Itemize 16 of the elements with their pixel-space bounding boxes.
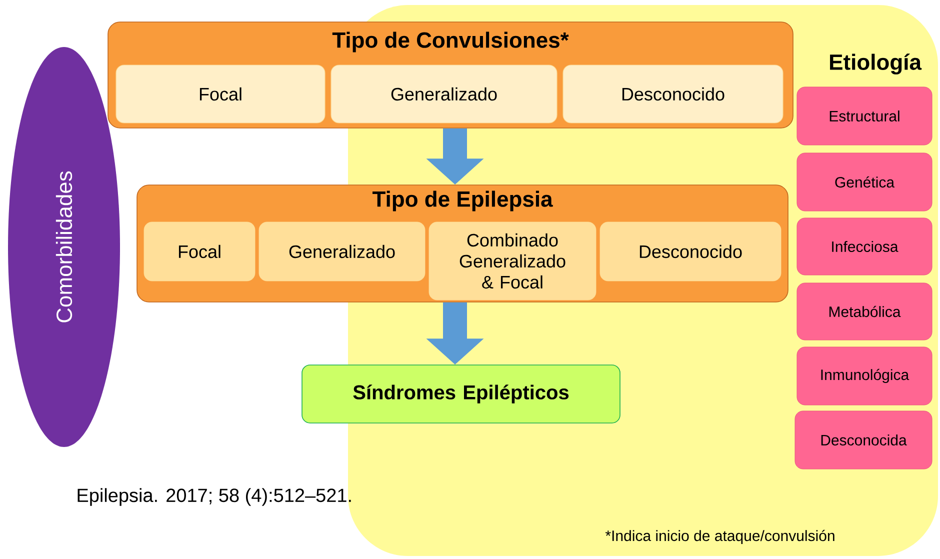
footnote-text: *Indica inicio de ataque/convulsión	[605, 530, 834, 544]
etiology-box: Infecciosa	[796, 218, 932, 276]
etiology-box: Estructural	[796, 86, 932, 146]
etiology-box: Desconocida	[794, 410, 932, 470]
etiology-box: Metabólica	[796, 282, 932, 340]
category-box: Desconocido	[562, 64, 784, 124]
category-box: Generalizado	[258, 222, 426, 282]
citation-text: Epilepsia. 2017; 58 (4):512–521.	[78, 488, 351, 506]
category-box: Generalizado	[330, 64, 558, 124]
category-box: Focal	[116, 64, 326, 124]
etiology-box: Inmunológica	[796, 346, 932, 406]
etiology-box: Genética	[796, 152, 932, 212]
result-box: Síndromes Epilépticos	[302, 364, 620, 424]
category-box: Combinado Generalizado & Focal	[428, 222, 596, 300]
category-box: Focal	[144, 222, 256, 282]
category-box: Desconocido	[600, 222, 782, 282]
